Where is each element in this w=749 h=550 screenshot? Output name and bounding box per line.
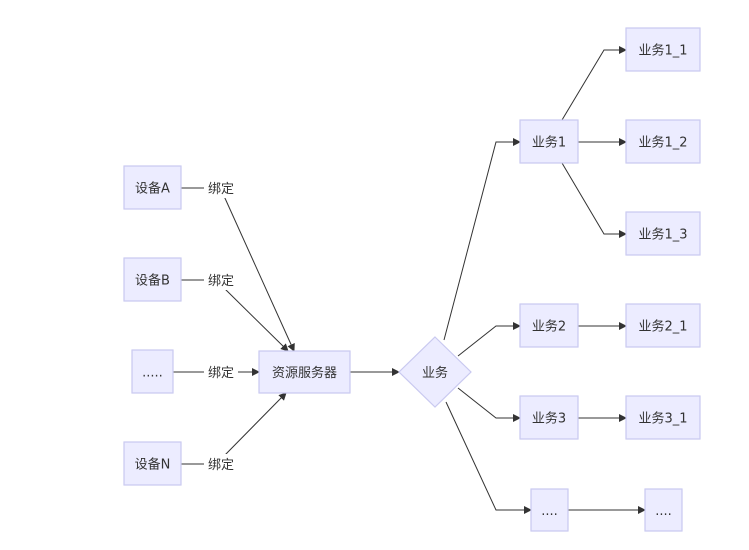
edge-label-bind-b: 绑定 [204,270,238,290]
node-biz1-3[interactable]: 业务1_3 [625,211,701,256]
node-device-etc-label: ..... [142,366,163,381]
node-biz1[interactable]: 业务1 [519,119,579,164]
node-biz1-1[interactable]: 业务1_1 [625,27,701,72]
node-biz3[interactable]: 业务3 [519,395,579,440]
node-resource-server-label: 资源服务器 [272,365,337,381]
nodes: 设备A 设备B ..... 设备N 资源服务器 业务 业务1 [123,27,701,532]
node-biz1-1-label: 业务1_1 [638,43,687,59]
node-device-b[interactable]: 设备B [123,257,182,302]
edge-label-bind-n: 绑定 [204,454,238,474]
edge-label-bind-etc: 绑定 [204,362,238,382]
node-biz3-1[interactable]: 业务3_1 [625,395,701,440]
node-device-a[interactable]: 设备A [123,165,182,210]
node-resource-server[interactable]: 资源服务器 [258,350,351,394]
edge-label-bind-n-text: 绑定 [208,458,234,473]
node-business[interactable]: 业务 [398,336,472,408]
edge-label-bind-etc-text: 绑定 [208,366,234,381]
node-biz-etc-child-label: .... [655,504,672,519]
node-device-b-label: 设备B [135,273,170,289]
edge-label-bind-a: 绑定 [204,178,238,198]
node-biz2[interactable]: 业务2 [519,303,579,348]
edge-labels: 绑定 绑定 绑定 绑定 [204,178,238,474]
node-biz1-2[interactable]: 业务1_2 [625,119,701,164]
edge-bind-label-b-to-resource-server [223,287,289,352]
node-biz3-1-label: 业务3_1 [638,411,687,427]
edge-biz1-to-biz1-1 [561,46,627,121]
node-business-label: 业务 [422,365,448,381]
node-biz2-1[interactable]: 业务2_1 [625,303,701,348]
edge-business-to-biz1 [443,138,521,341]
node-biz3-label: 业务3 [532,411,566,427]
edge-business-to-biz-etc [445,401,532,514]
node-device-n[interactable]: 设备N [123,441,182,486]
node-device-etc[interactable]: ..... [131,349,174,394]
node-biz-etc-label: .... [541,504,558,519]
node-biz1-2-label: 业务1_2 [638,135,687,151]
node-device-a-label: 设备A [135,181,170,197]
edge-label-bind-a-text: 绑定 [208,182,234,197]
node-device-n-label: 设备N [135,457,171,473]
node-biz1-label: 业务1 [532,135,566,151]
node-biz-etc[interactable]: .... [530,488,569,532]
edge-biz1-to-biz1-3 [561,162,627,238]
node-biz-etc-child[interactable]: .... [644,488,683,532]
edge-business-to-biz3 [457,387,521,422]
edge-bind-label-n-to-resource-server [223,392,287,457]
edge-bind-label-a-to-resource-server [223,195,295,352]
node-biz1-3-label: 业务1_3 [638,227,687,243]
node-biz2-1-label: 业务2_1 [638,319,687,335]
node-biz2-label: 业务2 [532,319,566,335]
edge-business-to-biz2 [457,322,521,357]
edges [173,46,646,514]
edge-label-bind-b-text: 绑定 [208,274,234,289]
